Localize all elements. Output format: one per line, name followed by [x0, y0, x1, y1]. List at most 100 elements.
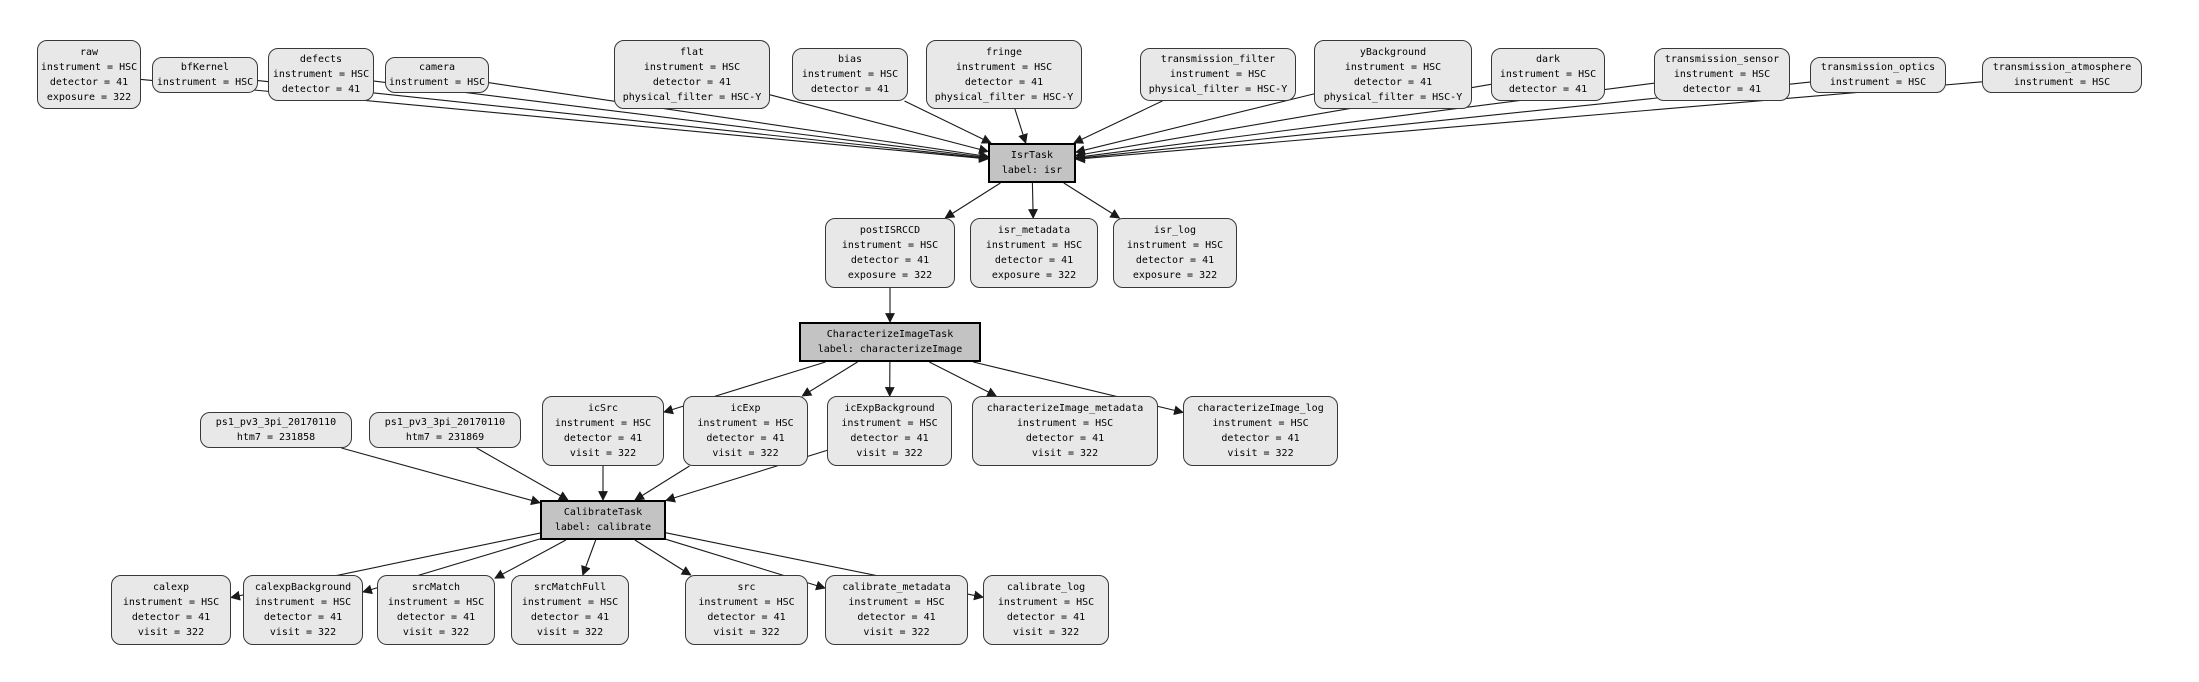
node-label: srcMatchFull — [533, 582, 607, 593]
node-attribute: detector = 41 — [1006, 612, 1086, 623]
node-attribute: instrument = HSC — [1212, 418, 1309, 429]
edge-camera-to-IsrTask — [488, 82, 989, 161]
node-attribute: visit = 322 — [856, 448, 923, 459]
edge-CharacterizeImageTask-to-characterizeImage_metadata — [929, 361, 998, 397]
node-label: icExp — [730, 403, 761, 414]
task-node-IsrTask: IsrTask label: isr — [988, 143, 1076, 183]
node-attribute: detector = 41 — [1025, 433, 1105, 444]
node-attribute: instrument = HSC — [848, 597, 945, 608]
node-attribute: detector = 41 — [1353, 76, 1433, 88]
node-attribute: detector = 41 — [857, 612, 936, 623]
node-attribute: instrument = HSC — [841, 418, 938, 429]
node-attribute: visit = 322 — [712, 448, 779, 459]
node-attribute: instrument = HSC — [643, 61, 741, 73]
node-label: yBackground — [1359, 46, 1427, 58]
node-label: raw — [79, 46, 99, 58]
node-attribute: instrument = HSC — [388, 77, 486, 88]
node-attribute: instrument = HSC — [1126, 240, 1224, 251]
node-attribute: instrument = HSC — [697, 418, 794, 429]
edge-defects-to-IsrTask — [373, 80, 989, 162]
dataset-node-icExp: icExp instrument = HSC detector = 41 visit … — [683, 396, 808, 466]
node-attribute: label: isr — [1001, 165, 1063, 176]
node-attribute: detector = 41 — [850, 255, 930, 266]
edge-ps1_a-to-CalibrateTask — [341, 447, 541, 506]
node-attribute: physical_filter = HSC-Y — [622, 91, 762, 103]
node-attribute: detector = 41 — [1135, 255, 1215, 266]
node-label: calibrate_log — [1006, 582, 1086, 593]
node-attribute: instrument = HSC — [985, 240, 1083, 251]
edge-fringe-to-IsrTask — [1014, 108, 1028, 144]
node-attribute: instrument = HSC — [156, 77, 254, 88]
node-attribute: detector = 41 — [706, 433, 785, 444]
node-attribute: detector = 41 — [396, 612, 476, 623]
node-attribute: detector = 41 — [810, 84, 890, 95]
node-attribute: visit = 322 — [1227, 448, 1294, 459]
edge-CalibrateTask-to-srcMatchFull — [581, 539, 597, 576]
node-attribute: physical_filter = HSC-Y — [1323, 91, 1463, 103]
node-label: icExpBackground — [844, 403, 935, 414]
node-attribute: instrument = HSC — [1344, 61, 1442, 73]
node-attribute: instrument = HSC — [1673, 69, 1771, 80]
node-label: transmission_atmosphere — [1992, 62, 2132, 73]
node-label: characterizeImage_metadata — [986, 403, 1144, 414]
edge-IsrTask-to-postISRCCD — [944, 182, 1001, 219]
dataset-node-flat: flat instrument = HSC detector = 41 physica… — [614, 40, 770, 109]
node-attribute: detector = 41 — [530, 612, 610, 623]
node-label: IsrTask — [1010, 150, 1054, 161]
node-label: characterizeImage_log — [1197, 403, 1324, 414]
node-attribute: instrument = HSC — [2013, 77, 2111, 88]
node-attribute: detector = 41 — [1682, 84, 1762, 95]
node-attribute: detector = 41 — [1508, 84, 1588, 95]
node-label: isr_log — [1153, 225, 1197, 236]
node-attribute: instrument = HSC — [1169, 69, 1267, 80]
node-label: bias — [837, 54, 863, 65]
node-attribute: detector = 41 — [563, 433, 643, 444]
node-label: flat — [679, 46, 705, 58]
node-label: calexp — [152, 582, 190, 593]
edge-bfKernel-to-IsrTask — [257, 80, 989, 163]
edge-CalibrateTask-to-srcMatch — [494, 539, 567, 579]
node-label: fringe — [985, 46, 1023, 58]
node-attribute: label: characterizeImage — [817, 344, 963, 355]
node-attribute: htm7 = 231869 — [405, 432, 485, 443]
node-attribute: instrument = HSC — [801, 69, 899, 80]
node-attribute: instrument = HSC — [997, 597, 1095, 608]
node-label: icSrc — [587, 403, 619, 414]
node-attribute: exposure = 322 — [46, 91, 132, 103]
node-label: transmission_optics — [1820, 62, 1936, 73]
node-attribute: instrument = HSC — [1829, 77, 1927, 88]
node-attribute: instrument = HSC — [40, 61, 138, 73]
node-attribute: visit = 322 — [536, 627, 604, 638]
node-attribute: detector = 41 — [652, 76, 732, 88]
node-attribute: detector = 41 — [707, 612, 786, 623]
node-attribute: instrument = HSC — [955, 61, 1053, 73]
node-attribute: physical_filter = HSC-Y — [1148, 84, 1288, 95]
node-attribute: instrument = HSC — [272, 69, 370, 80]
node-attribute: visit = 322 — [863, 627, 930, 638]
node-label: isr_metadata — [997, 225, 1071, 236]
node-attribute: instrument = HSC — [1499, 69, 1597, 80]
node-label: dark — [1535, 54, 1561, 65]
node-attribute: visit = 322 — [1012, 627, 1080, 638]
node-label: calexpBackground — [254, 582, 352, 593]
node-attribute: detector = 41 — [964, 76, 1044, 88]
node-attribute: htm7 = 231858 — [236, 432, 316, 443]
dataset-node-bias: bias instrument = HSC detector = 41 — [792, 48, 908, 101]
node-label: transmission_filter — [1160, 54, 1276, 65]
node-attribute: visit = 322 — [1031, 448, 1099, 459]
dataset-node-dark: dark instrument = HSC detector = 41 — [1491, 48, 1605, 101]
